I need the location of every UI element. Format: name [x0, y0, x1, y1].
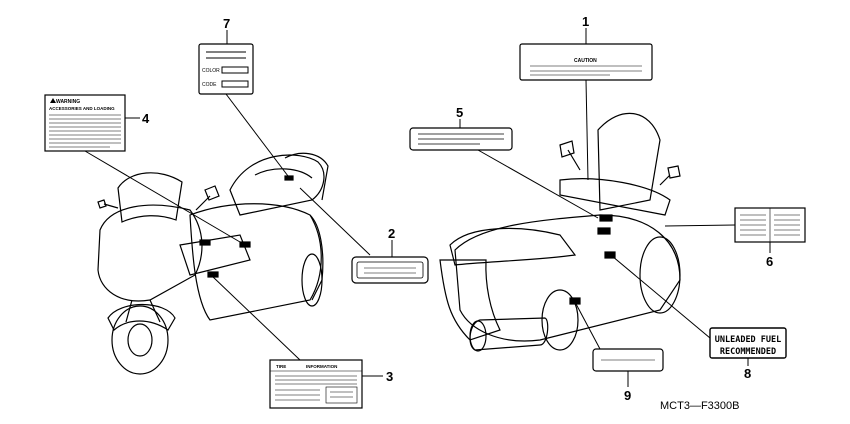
label-color-code: COLOR CODE: [198, 43, 254, 95]
label-9-plate: [592, 348, 664, 372]
caution-title: CAUTION: [574, 58, 597, 64]
tire-text: TIRE: [276, 364, 286, 369]
label-warning-accessories: WARNING ACCESSORIES AND LOADING: [44, 94, 126, 152]
callout-9: 9: [624, 388, 631, 403]
fuel-line-1: UNLEADED FUEL: [715, 335, 782, 345]
callout-5: 5: [456, 105, 463, 120]
information-text: INFORMATION: [306, 364, 337, 369]
callout-2: 2: [388, 226, 395, 241]
label-tire-information: TIRE INFORMATION: [269, 359, 363, 409]
left-scooter-illustration: [97, 152, 329, 375]
fuel-line-2: RECOMMENDED: [720, 347, 776, 357]
label-6-plate: [734, 207, 806, 243]
callout-8: 8: [744, 366, 751, 381]
callout-1: 1: [582, 14, 589, 29]
callout-6: 6: [766, 254, 773, 269]
label-2-plate: [351, 256, 429, 284]
code-label: CODE: [202, 82, 217, 88]
label-caution: CAUTION: [519, 43, 653, 81]
right-scooter-illustration: [439, 112, 681, 352]
label-5-plate: [409, 127, 513, 151]
warning-title: WARNING: [56, 99, 80, 105]
callout-3: 3: [386, 369, 393, 384]
label-unleaded-fuel: UNLEADED FUEL RECOMMENDED: [709, 327, 787, 359]
part-code: MCT3—F3300B: [660, 400, 739, 412]
callout-numbers: 1 2 3 4 5 6 7 8 9: [142, 14, 773, 403]
leader-lines: [84, 28, 771, 387]
callout-4: 4: [142, 111, 150, 126]
callout-7: 7: [223, 16, 230, 31]
color-label: COLOR: [202, 68, 220, 74]
warning-subtitle: ACCESSORIES AND LOADING: [49, 106, 115, 111]
